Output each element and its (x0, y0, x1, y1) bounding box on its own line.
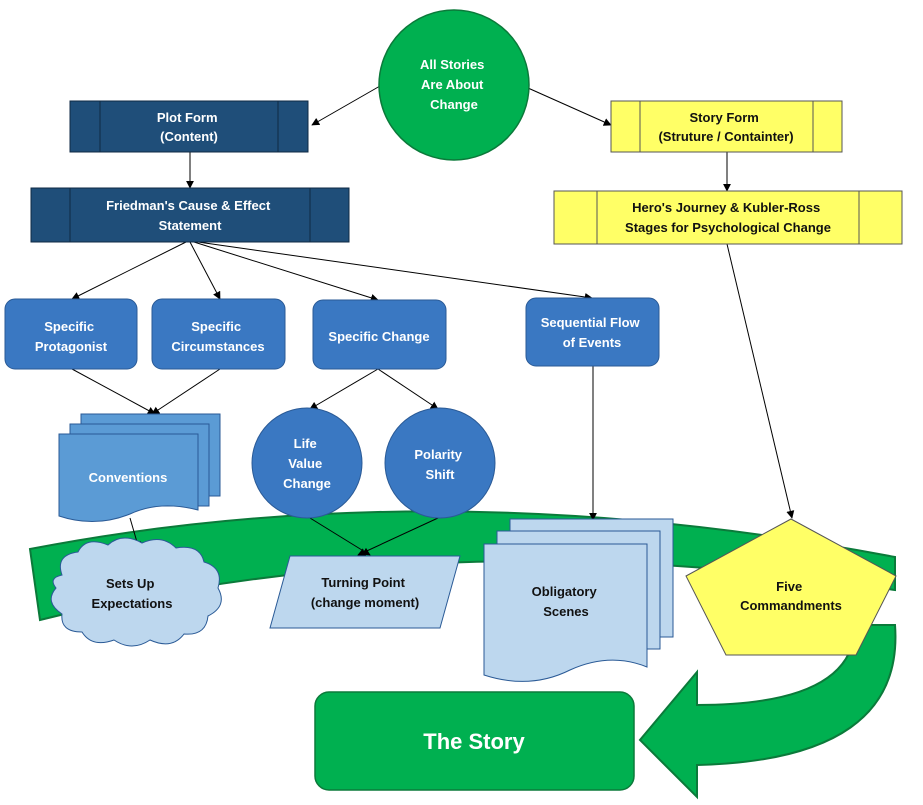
node-turning-point: Turning Point (change moment) (269, 555, 461, 629)
svg-text:Specific Protagonist: Specific Protagonist (35, 319, 108, 354)
commandments-line-1: Five (776, 579, 802, 594)
the-story-label: The Story (423, 729, 525, 754)
svg-text:Polarity Shift: Polarity Shift (414, 447, 465, 482)
svg-text:Friedman's Cause & Effect: Friedman's Cause & Effect Statement (106, 198, 274, 233)
all-stories-line-1: All Stories (420, 57, 484, 72)
obligatory-line-1: Obligatory (532, 584, 598, 599)
conventions-line-1: Conventions (89, 470, 168, 485)
node-friedman: Friedman's Cause & Effect Statement (30, 187, 350, 243)
obligatory-line-2: Scenes (543, 604, 589, 619)
turning-point-line-1: Turning Point (321, 575, 405, 590)
svg-text:Specific Change: Specific Change (328, 329, 429, 344)
life-value-line-3: Change (283, 476, 331, 491)
arrow-change-to-polarity (377, 368, 439, 410)
connectors (71, 85, 795, 556)
node-story-form: Story Form (Struture / Containter) (610, 100, 843, 153)
sequential-flow-line-2: of Events (563, 335, 622, 350)
svg-text:Story Form (Struture / C: Story Form (Struture / Containter) (658, 110, 793, 144)
polarity-line-1: Polarity (414, 447, 462, 462)
arrow-change-to-story (527, 87, 612, 126)
arrow-protagonist-to-conventions (71, 368, 156, 415)
expectations-line-1: Sets Up (106, 576, 154, 591)
protagonist-line-1: Specific (44, 319, 94, 334)
node-specific-change: Specific Change (312, 299, 447, 370)
arrow-friedman-to-sequential (197, 241, 593, 301)
story-form-line-2: (Struture / Containter) (658, 129, 793, 144)
node-specific-protagonist: Specific Protagonist (4, 298, 138, 370)
arrow-friedman-to-circumstances (189, 241, 221, 300)
arrow-circumstances-to-conventions (151, 368, 221, 415)
node-all-stories: All Stories Are About Change (378, 9, 530, 161)
svg-text:Hero's Journey & Kubler-Ross: Hero's Journey & Kubler-Ross Stages for … (625, 200, 831, 235)
specific-change-line-1: Specific Change (328, 329, 429, 344)
commandments-line-2: Commandments (740, 598, 842, 613)
sequential-flow-line-1: Sequential Flow (541, 315, 641, 330)
story-form-line-1: Story Form (690, 110, 759, 125)
friedman-line-1: Friedman's Cause & Effect (106, 198, 271, 213)
svg-text:Specific Circumstances: Specific Circumstances (171, 319, 264, 354)
svg-text:Life Value Change: Life Value Change (283, 436, 331, 491)
polarity-line-2: Shift (426, 467, 456, 482)
arrow-change-to-life-value (309, 368, 379, 410)
life-value-line-2: Value (288, 456, 322, 471)
node-obligatory-scenes: Obligatory Scenes (483, 518, 674, 682)
arrow-friedman-to-protagonist (71, 241, 187, 300)
all-stories-line-2: Are About (421, 77, 484, 92)
node-conventions: Conventions (58, 413, 221, 523)
friedman-line-2: Statement (159, 218, 223, 233)
arrow-change-to-plot (311, 85, 381, 126)
expectations-line-2: Expectations (92, 596, 173, 611)
node-sequential-flow: Sequential Flow of Events (525, 297, 660, 367)
node-five-commandments: Five Commandments (685, 518, 897, 656)
node-sets-up-expectations: Sets Up Expectations (50, 537, 222, 647)
life-value-line-1: Life (294, 436, 317, 451)
svg-text:Conventions: Conventions (89, 470, 168, 485)
svg-text:All Stories Are About: All Stories Are About Change (420, 57, 488, 112)
node-polarity-shift: Polarity Shift (384, 407, 496, 519)
svg-text:Obligatory Scenes: Obligatory Scenes (532, 584, 601, 619)
node-heros-journey: Hero's Journey & Kubler-Ross Stages for … (553, 190, 903, 245)
heros-journey-line-1: Hero's Journey & Kubler-Ross (632, 200, 820, 215)
return-arrow (638, 624, 897, 800)
arrow-polarity-to-turning-point (357, 517, 439, 556)
node-the-story: The Story (314, 691, 635, 791)
circumstances-line-1: Specific (191, 319, 241, 334)
arrow-heros-to-commandments (726, 243, 795, 519)
plot-form-line-1: Plot Form (157, 110, 218, 125)
arrow-friedman-to-change (193, 241, 379, 302)
svg-text:Sequential Flow of Event: Sequential Flow of Events (541, 315, 644, 350)
node-life-value-change: Life Value Change (251, 407, 363, 519)
svg-text:Sets Up Expectations: Sets Up Expectations (92, 576, 173, 611)
svg-text:Plot Form (Content): Plot Form (Content) (157, 110, 221, 144)
turning-point-line-2: (change moment) (311, 595, 419, 610)
heros-journey-line-2: Stages for Psychological Change (625, 220, 831, 235)
protagonist-line-2: Protagonist (35, 339, 108, 354)
plot-form-line-2: (Content) (160, 129, 218, 144)
svg-text:The Story: The Story (423, 729, 525, 754)
circumstances-line-2: Circumstances (171, 339, 264, 354)
all-stories-line-3: Change (430, 97, 478, 112)
node-plot-form: Plot Form (Content) (69, 100, 309, 153)
node-specific-circumstances: Specific Circumstances (151, 298, 286, 370)
svg-text:Turning Point (change mo: Turning Point (change moment) (311, 575, 419, 610)
svg-text:Five Commandments: Five Commandments (740, 579, 842, 613)
